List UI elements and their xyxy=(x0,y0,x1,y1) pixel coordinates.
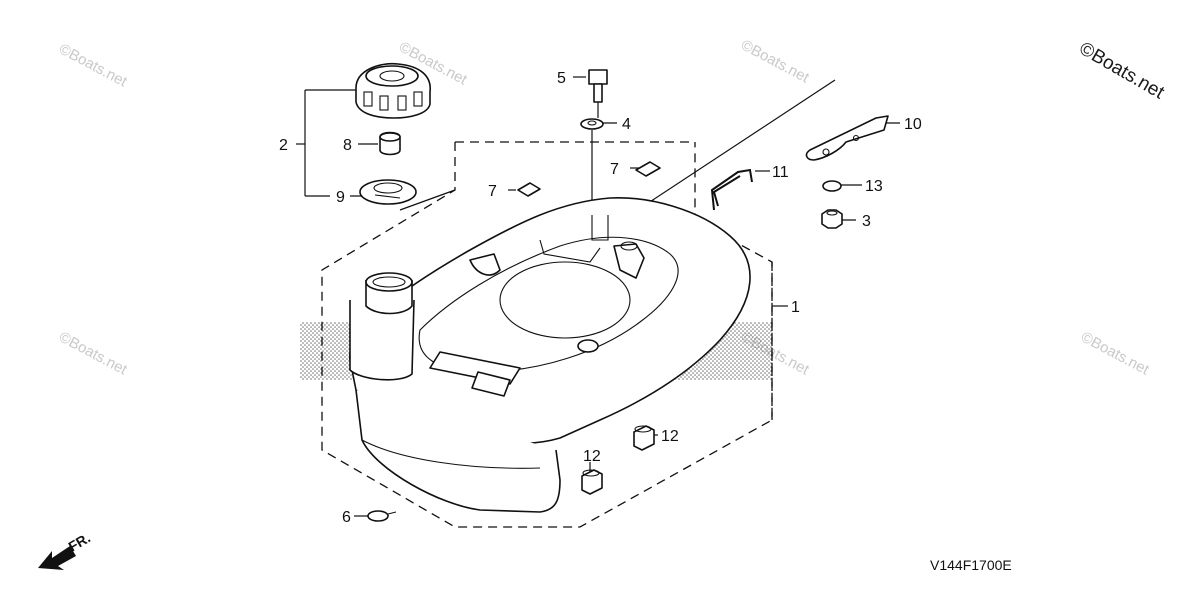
callout-5: 5 xyxy=(557,70,566,87)
watermark-tile: ©Boats.net xyxy=(56,329,130,379)
part-8-plug xyxy=(379,131,401,156)
callout-7-right: 7 xyxy=(610,161,619,178)
callout-3: 3 xyxy=(862,213,871,230)
watermark-tile: ©Boats.net xyxy=(738,37,812,87)
callout-labels: 1 2 3 4 5 6 7 7 8 9 10 11 12 12 13 xyxy=(279,70,922,526)
watermark-tile: ©Boats.net xyxy=(56,41,130,91)
part-13-washer xyxy=(822,180,842,192)
callout-4: 4 xyxy=(622,116,631,133)
part-12-grommet-left xyxy=(581,469,603,495)
front-direction-arrow: FR. xyxy=(38,529,93,570)
fuel-cap xyxy=(355,62,431,119)
part-11-wire-clip xyxy=(710,168,753,211)
callout-1: 1 xyxy=(791,299,800,316)
watermark-tile: ©Boats.net xyxy=(1078,329,1152,379)
part-4-washer xyxy=(580,118,604,130)
diagram-code: V144F1700E xyxy=(930,557,1012,573)
callout-6: 6 xyxy=(342,509,351,526)
part-3-nut xyxy=(821,209,843,229)
callout-12-right: 12 xyxy=(661,428,679,445)
part-12-grommet-right xyxy=(633,425,655,451)
watermark-corner: ©Boats.net xyxy=(1076,38,1169,104)
callout-10: 10 xyxy=(904,116,922,133)
callout-12-left: 12 xyxy=(583,448,601,465)
callout-13: 13 xyxy=(865,178,883,195)
callout-11: 11 xyxy=(772,164,789,181)
part-6-clip xyxy=(367,510,397,522)
callout-9: 9 xyxy=(336,189,345,206)
part-9-gasket xyxy=(359,179,417,205)
callout-2: 2 xyxy=(279,137,288,154)
fuel-tank xyxy=(349,197,751,513)
part-5-bolt xyxy=(588,69,608,103)
callout-7-left: 7 xyxy=(488,183,497,200)
part-7-pad-left xyxy=(517,182,541,197)
part-7-pad-right xyxy=(635,161,661,177)
part-10-bracket xyxy=(805,115,889,161)
callout-8: 8 xyxy=(343,137,352,154)
